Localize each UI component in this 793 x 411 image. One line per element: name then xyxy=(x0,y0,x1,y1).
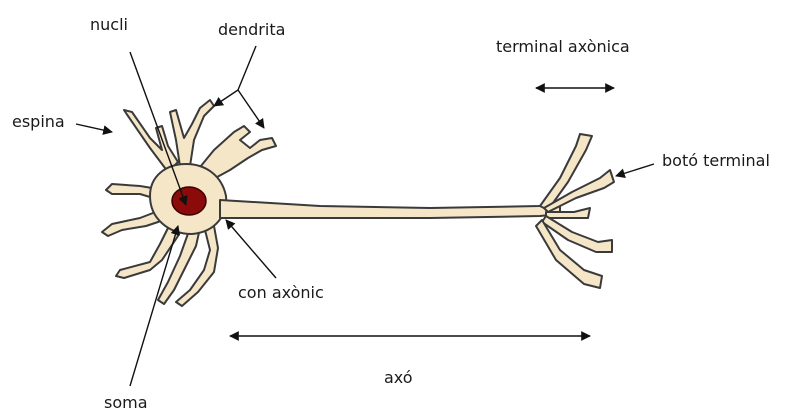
soma-leader xyxy=(130,226,178,386)
con-axonic-leader xyxy=(226,220,276,278)
neuron-cell xyxy=(102,100,614,306)
label-nucli: nucli xyxy=(90,15,128,34)
espina-leader xyxy=(76,124,112,132)
label-axo: axó xyxy=(384,368,413,387)
label-dendrita: dendrita xyxy=(218,20,285,39)
label-espina: espina xyxy=(12,112,65,131)
label-terminal-axonica: terminal axònica xyxy=(496,37,630,56)
label-soma: soma xyxy=(104,393,148,411)
boto-terminal-leader xyxy=(616,164,654,176)
label-boto-terminal: botó terminal xyxy=(662,151,770,170)
label-con-axonic: con axònic xyxy=(238,283,324,302)
dendrita-leader-b xyxy=(238,90,264,128)
nucleus xyxy=(172,187,206,215)
dendrita-leader-main xyxy=(238,46,256,90)
axon-shape xyxy=(220,200,560,218)
dendrite-top xyxy=(170,100,214,166)
dendrita-leader-a xyxy=(214,90,238,106)
